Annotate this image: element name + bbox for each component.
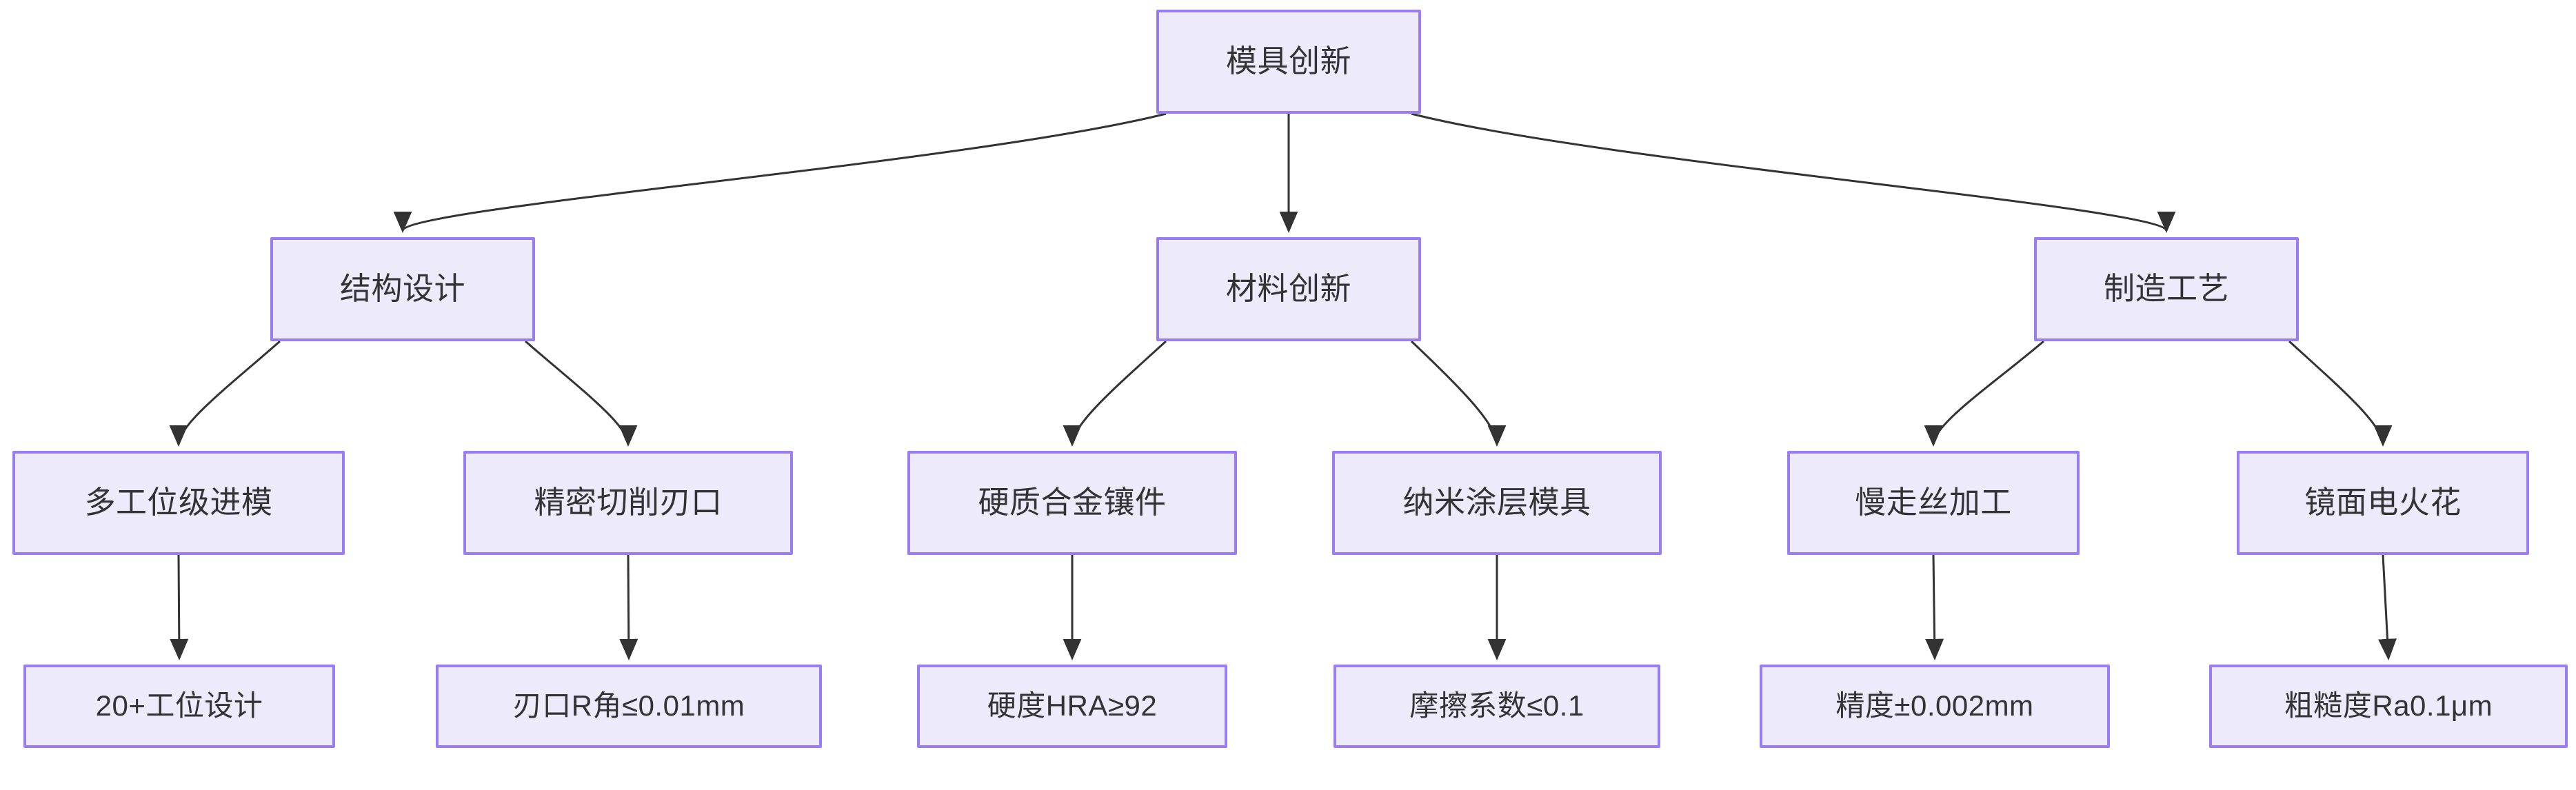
flow-node-label: 制造工艺 — [2103, 271, 2229, 307]
flow-edge-root-to-l2a — [394, 112, 1167, 233]
flow-edge-l2c-to-l3f — [2288, 340, 2393, 447]
flow-node-l3b[interactable]: 精密切削刃口 — [463, 451, 793, 555]
flow-node-l2b[interactable]: 材料创新 — [1156, 237, 1421, 341]
flow-node-l3e[interactable]: 慢走丝加工 — [1787, 451, 2080, 555]
flow-node-l2c[interactable]: 制造工艺 — [2034, 237, 2299, 341]
flow-node-label: 材料创新 — [1225, 271, 1351, 307]
flow-node-label: 多工位级进模 — [84, 485, 273, 520]
flow-node-l4b[interactable]: 刃口R角≤0.01mm — [436, 665, 822, 748]
flow-edge-l3f-to-l4f — [2378, 554, 2397, 660]
flow-node-l4f[interactable]: 粗糙度Ra0.1μm — [2209, 665, 2568, 748]
flow-node-label: 硬质合金镶件 — [978, 485, 1167, 520]
flow-edge-l3e-to-l4e — [1925, 554, 1944, 660]
flow-node-label: 20+工位设计 — [95, 689, 263, 722]
flow-node-l4e[interactable]: 精度±0.002mm — [1760, 665, 2110, 748]
flow-node-label: 镜面电火花 — [2304, 485, 2462, 520]
flow-node-label: 粗糙度Ra0.1μm — [2284, 689, 2493, 722]
flow-edge-l2b-to-l3d — [1410, 340, 1507, 447]
flow-node-label: 刃口R角≤0.01mm — [512, 689, 745, 722]
flow-node-l3d[interactable]: 纳米涂层模具 — [1332, 451, 1662, 555]
flow-node-l3f[interactable]: 镜面电火花 — [2237, 451, 2529, 555]
flow-node-label: 纳米涂层模具 — [1402, 485, 1591, 520]
flow-node-label: 模具创新 — [1225, 43, 1351, 79]
flow-node-l2a[interactable]: 结构设计 — [270, 237, 535, 341]
flow-node-l3a[interactable]: 多工位级进模 — [12, 451, 345, 555]
flow-edge-l3b-to-l4b — [619, 554, 638, 660]
flow-edge-l2a-to-l3a — [169, 340, 281, 447]
flow-node-label: 摩擦系数≤0.1 — [1409, 689, 1584, 722]
flow-node-label: 慢走丝加工 — [1855, 485, 2012, 520]
flow-node-root[interactable]: 模具创新 — [1156, 10, 1421, 114]
flow-node-l4c[interactable]: 硬度HRA≥92 — [917, 665, 1227, 748]
flow-node-l4a[interactable]: 20+工位设计 — [23, 665, 335, 748]
flow-edge-l2b-to-l3c — [1063, 340, 1167, 447]
flow-edge-l2c-to-l3e — [1924, 340, 2044, 447]
flow-node-label: 精密切削刃口 — [534, 485, 723, 520]
flow-node-l3c[interactable]: 硬质合金镶件 — [907, 451, 1237, 555]
flow-edge-root-to-l2c — [1411, 112, 2175, 233]
flow-node-label: 精度±0.002mm — [1835, 689, 2034, 722]
flow-node-label: 结构设计 — [339, 271, 465, 307]
flow-edge-l2a-to-l3b — [525, 340, 638, 447]
flow-node-l4d[interactable]: 摩擦系数≤0.1 — [1334, 665, 1660, 748]
edge-paths — [169, 112, 2397, 661]
flow-node-label: 硬度HRA≥92 — [987, 689, 1158, 722]
